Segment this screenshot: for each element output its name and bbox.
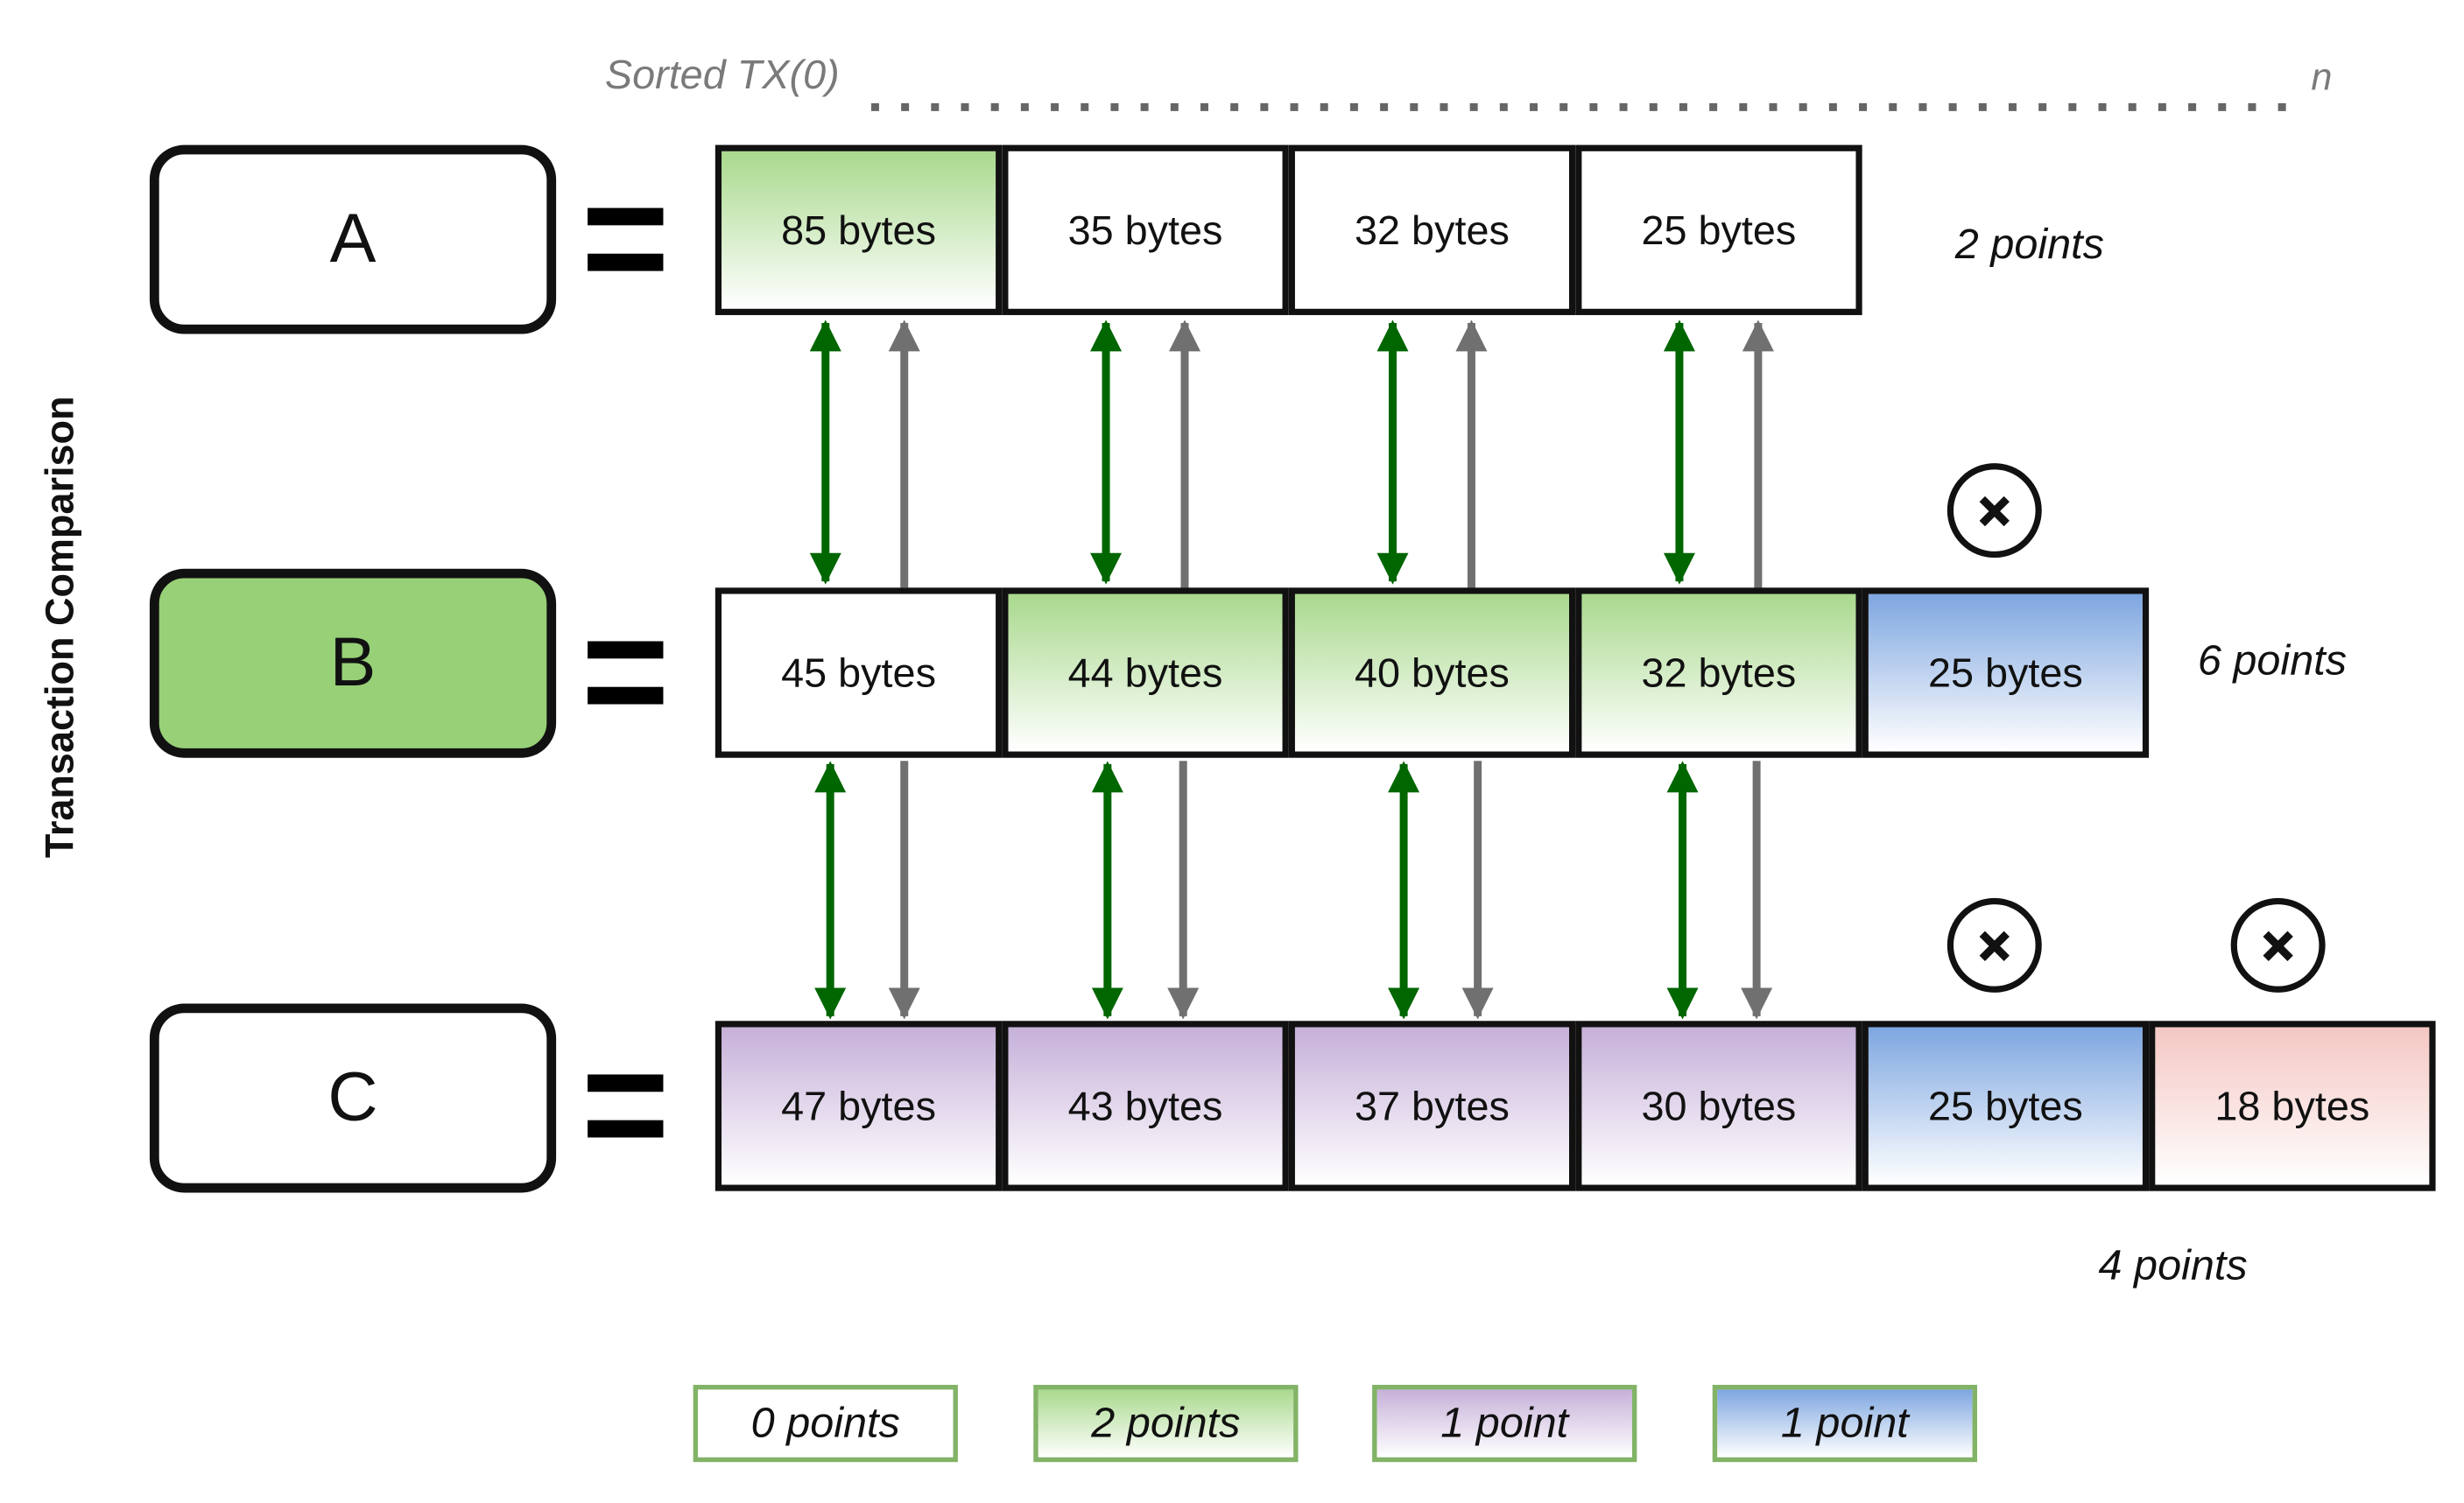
byte-cell: 32 bytes	[1288, 144, 1576, 315]
equals-icon	[588, 641, 664, 705]
legend-item: 1 point	[1712, 1385, 1977, 1463]
score-a: 2 points	[1954, 220, 2104, 268]
legend-item: 0 points	[693, 1385, 958, 1463]
byte-cell: 47 bytes	[715, 1021, 1003, 1191]
byte-cell: 85 bytes	[715, 144, 1003, 315]
byte-cell: 35 bytes	[1002, 144, 1289, 315]
byte-cell: 40 bytes	[1288, 587, 1576, 758]
byte-cell: 44 bytes	[1002, 587, 1289, 758]
x-circle-icon	[1947, 897, 2042, 993]
equals-icon	[588, 207, 664, 271]
tx-box-c: C	[149, 1003, 557, 1193]
byte-cell: 32 bytes	[1575, 587, 1862, 758]
equals-icon	[588, 1074, 664, 1138]
byte-cell: 43 bytes	[1002, 1021, 1289, 1191]
byte-cell: 37 bytes	[1288, 1021, 1576, 1191]
axis-title: Transaction Comparison	[39, 396, 83, 859]
score-b: 6 points	[2197, 636, 2348, 685]
x-circle-icon	[1947, 463, 2042, 558]
byte-cell: 25 bytes	[1575, 144, 1862, 315]
byte-cell: 45 bytes	[715, 587, 1003, 758]
byte-cell: 30 bytes	[1575, 1021, 1862, 1191]
range-end-label: n	[2311, 56, 2333, 100]
byte-cell: 25 bytes	[1862, 1021, 2150, 1191]
byte-cell: 18 bytes	[2149, 1021, 2436, 1191]
x-circle-icon	[2230, 897, 2326, 993]
byte-cell: 25 bytes	[1862, 587, 2150, 758]
score-c: 4 points	[2098, 1241, 2248, 1289]
legend-item: 2 points	[1033, 1385, 1299, 1463]
range-start-label: Sorted TX(0)	[604, 50, 840, 98]
legend-item: 1 point	[1372, 1385, 1637, 1463]
tx-box-b: B	[149, 568, 557, 758]
tx-box-a: A	[149, 144, 557, 334]
